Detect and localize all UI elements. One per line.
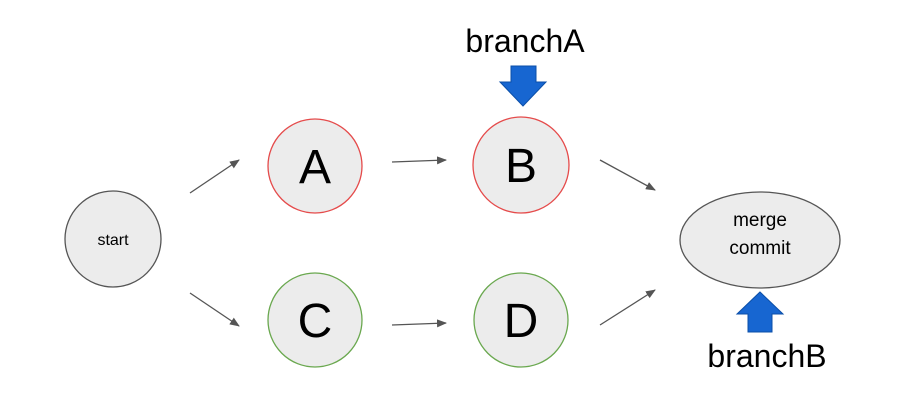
node-merge-commit: merge commit	[679, 191, 841, 289]
node-merge-label-line1: merge	[733, 210, 787, 231]
node-start-label: start	[97, 232, 129, 249]
arrow-start-to-a	[189, 159, 240, 194]
pointer-branch-b: branchB	[707, 291, 827, 374]
arrow-a-to-b	[391, 156, 447, 165]
node-merge-ellipse	[679, 191, 841, 289]
node-start-circle	[64, 190, 162, 288]
pointer-branch-a: branchA	[465, 23, 585, 107]
branch-b-up-arrow-icon	[735, 291, 785, 333]
node-d-circle	[473, 272, 569, 368]
node-a: A	[267, 118, 363, 214]
node-merge-label-line2: commit	[729, 238, 791, 259]
arrow-d-to-merge	[599, 289, 656, 326]
node-start: start	[64, 190, 162, 288]
node-a-label: A	[299, 141, 331, 194]
node-b: B	[472, 116, 570, 214]
arrow-b-to-merge	[599, 159, 656, 191]
node-b-circle	[472, 116, 570, 214]
node-c-label: C	[298, 295, 333, 348]
node-a-circle	[267, 118, 363, 214]
node-d-label: D	[504, 295, 539, 348]
branch-a-down-arrow-icon	[498, 65, 548, 107]
branch-b-label: branchB	[707, 338, 826, 374]
branch-a-label: branchA	[465, 23, 585, 59]
arrow-c-to-d	[391, 319, 447, 328]
node-b-label: B	[505, 140, 537, 193]
node-c-circle	[267, 272, 363, 368]
arrow-start-to-c	[189, 292, 240, 327]
node-c: C	[267, 272, 363, 368]
node-d: D	[473, 272, 569, 368]
